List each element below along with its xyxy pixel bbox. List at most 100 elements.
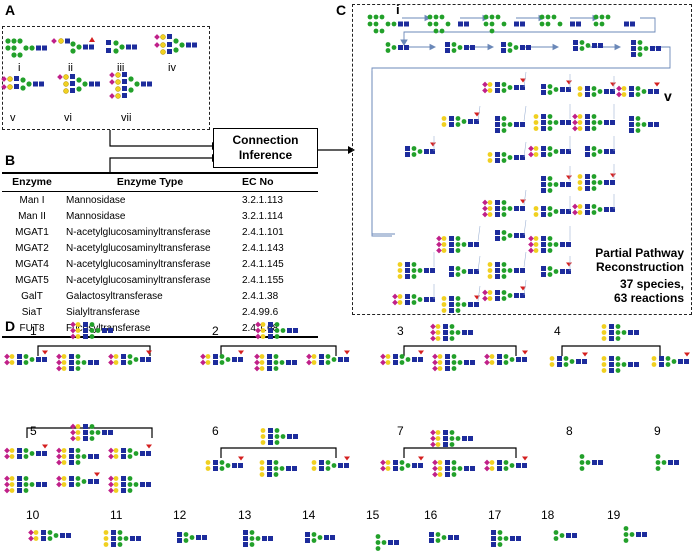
enzyme-cell: FUT8 bbox=[2, 320, 62, 338]
type-cell: Galactosyltransferase bbox=[66, 290, 163, 302]
panel-label-a: A bbox=[5, 2, 16, 18]
d-number-12: 12 bbox=[173, 508, 187, 522]
pathway-glycan-top-0 bbox=[367, 14, 409, 34]
pathway-edge bbox=[477, 105, 481, 122]
type-cell: N-acetylglucosaminyltransferase bbox=[66, 258, 211, 270]
panel-label-b: B bbox=[5, 152, 16, 168]
d-number-6: 6 bbox=[212, 424, 219, 438]
pathway-edge bbox=[523, 105, 527, 122]
inference-label: Inference bbox=[238, 148, 293, 162]
pathway-edge bbox=[477, 285, 481, 302]
pathway-node-23 bbox=[585, 146, 615, 157]
panel-d-child-2-0 bbox=[200, 350, 244, 366]
label-a-ii: ii bbox=[68, 62, 73, 74]
panel-d-glycan-9 bbox=[655, 454, 679, 471]
d-number-7: 7 bbox=[397, 424, 404, 438]
pathway-node-6 bbox=[441, 295, 480, 313]
pathway-node-4 bbox=[436, 235, 479, 254]
panel-d-glycan-14 bbox=[305, 532, 335, 543]
label-a-i: i bbox=[18, 62, 21, 74]
panel-d-child-6-2 bbox=[311, 456, 350, 471]
pathway-glycan-row2-3 bbox=[573, 40, 603, 51]
pathway-edge bbox=[523, 219, 527, 236]
label-a-vi: vi bbox=[64, 112, 72, 124]
d-number-9: 9 bbox=[654, 424, 661, 438]
panel-d-child-4-0 bbox=[549, 352, 588, 367]
pathway-node-18 bbox=[533, 206, 571, 217]
pathway-glycan-row2-0 bbox=[385, 42, 409, 53]
panel-d-child-5-4 bbox=[56, 472, 100, 488]
panel-c-box bbox=[352, 4, 692, 315]
pathway-node-20 bbox=[541, 262, 572, 277]
ec-cell: 2.4.1.155 bbox=[242, 274, 284, 286]
panel-d-child-2-1 bbox=[254, 353, 297, 372]
panel-d-child-4-2 bbox=[651, 352, 690, 367]
enzyme-cell: MGAT2 bbox=[15, 242, 49, 254]
panel-d-child-3-2 bbox=[484, 350, 528, 366]
d-number-2: 2 bbox=[212, 324, 219, 338]
pathway-node-11 bbox=[495, 230, 525, 241]
d-number-17: 17 bbox=[488, 508, 502, 522]
panel-d-child-5-1 bbox=[56, 447, 99, 466]
panel-d-parent-6 bbox=[260, 428, 298, 445]
d-number-11: 11 bbox=[110, 508, 123, 522]
pathway-node-10 bbox=[482, 199, 526, 218]
d-number-8: 8 bbox=[566, 424, 573, 438]
panel-d-glycan-10 bbox=[28, 529, 71, 542]
pathway-start-label: i bbox=[396, 2, 400, 17]
glycan-a-ii bbox=[51, 37, 95, 54]
panel-d-child-5-5 bbox=[108, 475, 151, 494]
pathway-glycan-row2-4 bbox=[631, 40, 661, 57]
label-a-iv: iv bbox=[168, 62, 176, 74]
panel-d-parent-1 bbox=[70, 321, 113, 340]
panel-d-child-1-0 bbox=[4, 350, 48, 366]
panel-label-c: C bbox=[336, 2, 347, 18]
d-number-5: 5 bbox=[30, 424, 37, 438]
pathway-edge bbox=[523, 279, 527, 296]
panel-d-glycan-11 bbox=[103, 530, 141, 547]
col-enzyme-type: Enzyme Type bbox=[62, 172, 238, 192]
pathway-node-15 bbox=[533, 114, 571, 131]
panel-d-parent-2 bbox=[255, 321, 298, 340]
pathway-end-label: v bbox=[664, 88, 672, 104]
panel-d-brackets bbox=[26, 345, 661, 458]
d-number-14: 14 bbox=[302, 508, 316, 522]
enzyme-cell: Man II bbox=[18, 210, 46, 222]
pathway-trunk bbox=[371, 71, 392, 237]
arrow-b-to-ci bbox=[109, 157, 212, 172]
panel-d-parent-3 bbox=[430, 323, 473, 342]
label-a-vii: vii bbox=[121, 112, 132, 124]
enzyme-cell: MGAT1 bbox=[15, 226, 49, 238]
summary-line2: Reconstruction bbox=[595, 260, 684, 274]
pathway-edge bbox=[523, 189, 527, 206]
panel-d-parent-7 bbox=[430, 429, 473, 448]
glycan-a-vi bbox=[57, 74, 100, 94]
pathway-node-0 bbox=[405, 142, 436, 157]
pathway-node-12 bbox=[487, 262, 525, 279]
pathway-node-3 bbox=[441, 112, 480, 127]
d-number-3: 3 bbox=[397, 324, 404, 338]
pathway-node-5 bbox=[449, 266, 479, 277]
panel-d-parent-5 bbox=[70, 423, 113, 442]
pathway-node-25 bbox=[572, 203, 615, 216]
pathway-network bbox=[367, 14, 661, 313]
enzyme-cell: MGAT5 bbox=[15, 274, 49, 286]
ec-cell: 2.4.1.101 bbox=[242, 226, 284, 238]
pathway-node-21 bbox=[577, 82, 616, 97]
pathway-node-19 bbox=[528, 235, 571, 254]
summary-line3: 37 species, bbox=[619, 277, 684, 291]
panel-d-child-3-0 bbox=[380, 350, 424, 366]
panel-d-glycan-8 bbox=[579, 454, 603, 471]
ec-cell: 2.4.99.6 bbox=[242, 306, 279, 318]
panel-d-glycan-17 bbox=[491, 530, 521, 547]
pathway-node-8 bbox=[495, 116, 525, 133]
d-number-13: 13 bbox=[238, 508, 252, 522]
pathway-node-17 bbox=[541, 175, 572, 193]
panel-d-child-7-0 bbox=[380, 456, 424, 472]
enzyme-cell: Man I bbox=[19, 194, 45, 206]
